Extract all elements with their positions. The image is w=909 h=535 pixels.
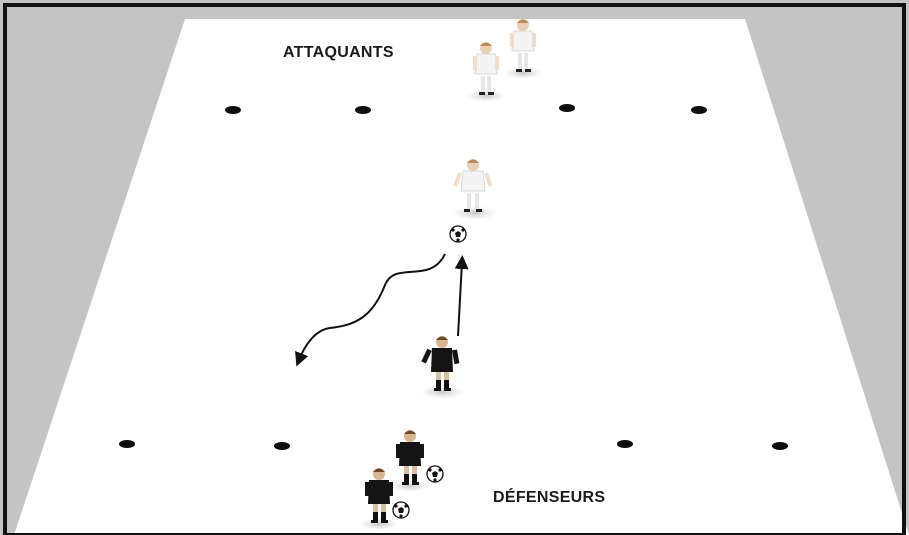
cone-marker-icon xyxy=(559,104,575,112)
soccer-ball-icon xyxy=(450,226,466,242)
soccer-ball-icon xyxy=(393,502,409,518)
cone-marker-icon xyxy=(617,440,633,448)
soccer-ball-icon xyxy=(427,466,443,482)
defenders-label: DÉFENSEURS xyxy=(493,489,605,507)
cone-marker-icon xyxy=(274,442,290,450)
cone-marker-icon xyxy=(119,440,135,448)
cone-marker-icon xyxy=(772,442,788,450)
cone-marker-icon xyxy=(225,106,241,114)
cone-marker-icon xyxy=(691,106,707,114)
attackers-label: ATTAQUANTS xyxy=(283,44,394,62)
cone-marker-icon xyxy=(355,106,371,114)
